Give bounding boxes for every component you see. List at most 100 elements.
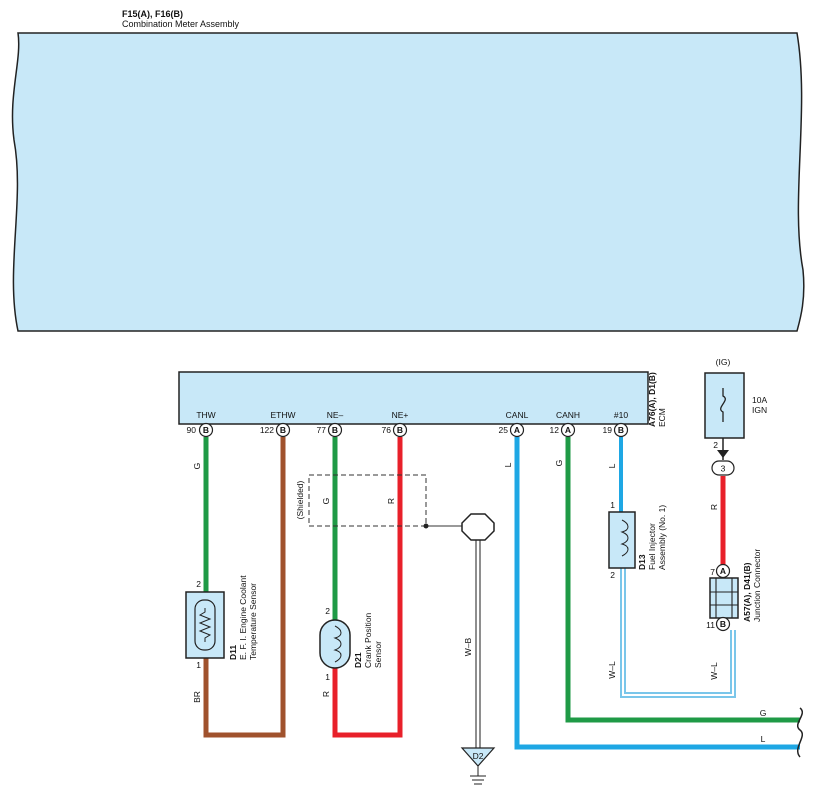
svg-text:A: A <box>514 425 520 435</box>
ecm-pin-ne-plus-connector: B <box>392 422 408 438</box>
wire-label-canl: L <box>503 462 513 467</box>
ecm-connector-label: A76(A), D1(B) <box>647 372 657 427</box>
ecm-pin-thw-number: 90 <box>187 425 197 435</box>
d21-code: D21 <box>353 652 363 668</box>
d11-name-line1: E. F. I. Engine Coolant <box>238 575 248 660</box>
d13-coil-icon <box>620 519 629 557</box>
ecm-pin-thw-label: THW <box>196 410 215 420</box>
fuse-group-label: (IG) <box>716 357 731 367</box>
d13-pin-bottom: 2 <box>610 570 615 580</box>
ecm-pin-ne-plus-label: NE+ <box>392 410 409 420</box>
d21-coil-icon <box>333 625 342 663</box>
ecm-pin-10-number: 19 <box>603 425 613 435</box>
a57-code: A57(A), D41(B) <box>742 562 752 622</box>
fuse-box <box>704 372 745 439</box>
a57-pin-bottom: 11 <box>706 620 715 630</box>
d21-pin-top: 2 <box>325 606 330 616</box>
ground-d2-label: D2 <box>473 751 484 761</box>
d21-name-line2: Sensor <box>373 641 383 668</box>
wire-label-canh: G <box>554 460 564 467</box>
wire-thw-ethw-brown <box>203 437 286 738</box>
svg-text:B: B <box>720 619 726 629</box>
d11-code: D11 <box>228 645 238 660</box>
d13-name-line2: Assembly (No. 1) <box>657 505 667 570</box>
wire-ne-red-loop <box>332 437 403 738</box>
fuse-rating: 10A <box>752 395 767 405</box>
d13-code: D13 <box>637 554 647 570</box>
junction-3-connector <box>711 460 735 476</box>
wire-label-ne-minus-bottom: R <box>321 691 331 697</box>
a57-junction-box <box>709 577 739 619</box>
svg-text:B: B <box>203 425 209 435</box>
ecm-pin-ne-minus-number: 77 <box>317 425 327 435</box>
ecm-box <box>178 371 649 425</box>
wire-label-injector-bottom: W–L <box>607 661 617 679</box>
shield-junction-dot <box>423 523 429 529</box>
a57-bottom-connector: B <box>715 616 731 632</box>
wire-end-break <box>797 707 803 758</box>
svg-text:B: B <box>618 425 624 435</box>
d21-sensor-body <box>319 619 351 669</box>
a57-top-connector: A <box>715 563 731 579</box>
wire-label-thw-bottom: BR <box>192 691 202 703</box>
ecm-pin-ethw-number: 122 <box>260 425 274 435</box>
ecm-pin-canh-label: CANH <box>556 410 580 420</box>
ecm-pin-10-connector: B <box>613 422 629 438</box>
combination-meter-panel <box>11 32 805 332</box>
wire-label-junction-bottom: W–L <box>709 662 719 680</box>
ecm-name-label: ECM <box>657 408 667 427</box>
wire-canl-blue <box>514 437 800 750</box>
fuse-name: IGN <box>752 405 767 415</box>
wire-injector-wl <box>620 568 736 698</box>
d11-resistor-icon <box>198 608 212 642</box>
wire-label-ne-plus: R <box>386 498 396 504</box>
d13-injector-box <box>608 511 636 569</box>
d13-name-line1: Fuel Injector <box>647 523 657 570</box>
d11-name-line2: Temperature Sensor <box>248 583 258 660</box>
ecm-pin-canl-number: 25 <box>499 425 509 435</box>
a57-name: Junction Connector <box>752 549 762 622</box>
ecm-pin-ethw-connector: B <box>275 422 291 438</box>
svg-text:B: B <box>397 425 403 435</box>
d11-thermistor-outline <box>194 599 216 651</box>
ecm-pin-ne-minus-connector: B <box>327 422 343 438</box>
ecm-pin-canl-connector: A <box>509 422 525 438</box>
ecm-pin-canl-label: CANL <box>506 410 529 420</box>
fuse-icon <box>720 388 726 422</box>
d11-pin-bottom: 1 <box>196 660 201 670</box>
wire-label-thw: G <box>192 463 202 470</box>
wire-label-ign: R <box>709 504 719 510</box>
d11-pin-top: 2 <box>196 579 201 589</box>
meter-name-label: Combination Meter Assembly <box>122 19 240 29</box>
d13-pin-top: 1 <box>610 500 615 510</box>
ecm-pin-canh-number: 12 <box>550 425 560 435</box>
ecm-pin-10-label: #10 <box>614 410 628 420</box>
fuse-pin-out: 2 <box>713 440 718 450</box>
svg-text:B: B <box>332 425 338 435</box>
a57-internal-grid <box>710 578 738 618</box>
ecm-pin-ne-minus-label: NE– <box>327 410 344 420</box>
a57-pin-top: 7 <box>710 567 715 577</box>
wire-junction-wl <box>624 568 732 694</box>
wire-canh-green <box>565 437 800 723</box>
meter-connector-label: F15(A), F16(B) <box>122 9 183 19</box>
wire-label-ne-minus: G <box>321 498 331 505</box>
ecm-pin-ethw-label: ETHW <box>270 410 295 420</box>
wire-label-right-g: G <box>760 708 767 718</box>
svg-text:A: A <box>565 425 571 435</box>
wire-label-injector: L <box>607 463 617 468</box>
junction-3-label: 3 <box>721 464 726 474</box>
ground-point-octagon <box>461 513 495 541</box>
shield-box <box>308 474 427 527</box>
d21-name-line1: Crank Position <box>363 612 373 668</box>
wire-label-right-l: L <box>761 734 766 744</box>
ecm-pin-thw-connector: B <box>198 422 214 438</box>
shield-label: (Shielded) <box>295 480 305 519</box>
ecm-pin-canh-connector: A <box>560 422 576 438</box>
svg-text:B: B <box>280 425 286 435</box>
svg-text:A: A <box>720 566 726 576</box>
d21-pin-bottom: 1 <box>325 672 330 682</box>
wire-label-ground: W–B <box>463 637 473 656</box>
ecm-pin-ne-plus-number: 76 <box>382 425 392 435</box>
